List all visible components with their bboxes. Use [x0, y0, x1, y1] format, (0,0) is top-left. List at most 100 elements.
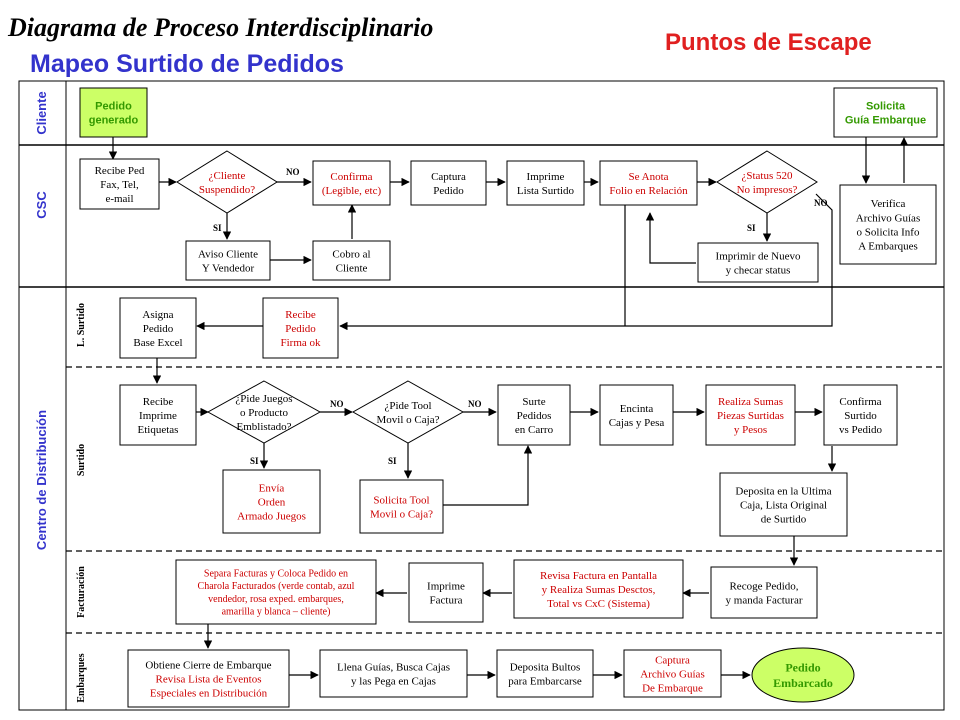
node-text-line: Confirma	[330, 171, 372, 183]
node-text-line: y Pesos	[734, 424, 767, 436]
node-text-line: ¿Status 520	[741, 170, 793, 182]
node-shape	[410, 160, 487, 206]
node-text-line: Confirma	[839, 396, 881, 408]
node-llena-guias: Llena Guías, Busca Cajas y las Pega en Ca…	[319, 649, 468, 698]
node-text-line: ¿Pide Juegos	[235, 393, 292, 405]
node-text-line: A Embarques	[858, 240, 918, 252]
connectors	[108, 137, 909, 680]
node-text-line: Armado Juegos	[237, 510, 306, 522]
label-no-juegos: NO	[330, 399, 344, 409]
node-shape	[496, 649, 594, 698]
node-text-line: y manda Facturar	[726, 594, 803, 606]
node-text-line: Surtido	[844, 410, 877, 422]
node-text-line: Total vs CxC (Sistema)	[547, 598, 650, 610]
node-shape	[176, 150, 278, 214]
node-text-line: Revisa Lista de Eventos	[155, 673, 261, 685]
node-text-line: Archivo Guías	[640, 668, 704, 680]
node-text-line: Captura	[655, 654, 690, 666]
node-text-line: Imprime	[527, 171, 565, 183]
node-text-line: Movil o Caja?	[377, 414, 440, 426]
diagram-subtitle: Mapeo Surtido de Pedidos	[30, 50, 344, 78]
diagram-title: Diagrama de Proceso Interdisciplinario	[7, 13, 433, 42]
node-text-line: Cliente	[336, 262, 368, 274]
node-text-line: Llena Guías, Busca Cajas	[337, 661, 450, 673]
node-text-line: Etiquetas	[138, 424, 179, 436]
node-text-line: Emblistado?	[237, 421, 292, 433]
node-text-line: Archivo Guías	[856, 212, 920, 224]
node-revisa-factura: Revisa Factura en Pantalla y Realiza Suma…	[513, 559, 684, 619]
node-text-line: Surte	[522, 396, 545, 408]
lane-label-cliente: Cliente	[34, 91, 49, 134]
node-text-line: Firma ok	[280, 337, 321, 349]
node-text-line: Suspendido?	[199, 184, 255, 196]
node-text-line: Guía Embarque	[845, 114, 926, 126]
node-text-line: Fax, Tel,	[100, 179, 139, 191]
node-text-line: Base Excel	[133, 337, 182, 349]
node-text-line: Revisa Factura en Pantalla	[540, 570, 657, 582]
node-text-line: Deposita Bultos	[510, 661, 581, 673]
node-shape	[833, 87, 938, 138]
node-text-line: Pedido	[95, 100, 132, 112]
label-no-status: NO	[814, 198, 828, 208]
sublane-label-facturacion: Facturación	[76, 566, 87, 618]
node-shape	[705, 384, 796, 446]
node-shape	[513, 559, 684, 619]
node-text-line: Movil o Caja?	[370, 508, 433, 520]
node-shape	[175, 559, 377, 625]
node-text-line: Embarcado	[773, 676, 833, 690]
node-text-line: Charola Facturados (verde contab, azul	[198, 581, 355, 592]
node-text-line: Factura	[430, 594, 463, 606]
node-text-line: Recibe	[285, 309, 316, 321]
node-shape	[599, 160, 698, 206]
label-si-cliente: SI	[213, 223, 222, 233]
label-si-status: SI	[747, 223, 756, 233]
node-shape	[599, 384, 674, 446]
node-text-line: Recibe Ped	[95, 165, 145, 177]
node-text-line: De Embarque	[642, 682, 703, 694]
node-text-line: Obtiene Cierre de Embarque	[145, 659, 271, 671]
node-text-line: Recoge Pedido,	[729, 580, 798, 592]
node-shape	[697, 242, 819, 283]
label-no-tool: NO	[468, 399, 482, 409]
node-text-line: Solicita	[866, 100, 906, 112]
node-text-line: Especiales en Distribución	[150, 687, 268, 699]
node-shape	[119, 384, 197, 446]
node-text-line: Encinta	[620, 403, 654, 415]
node-text-line: Cajas y Pesa	[609, 417, 665, 429]
node-text-line: Piezas Surtidas	[717, 410, 784, 422]
node-shape	[751, 647, 855, 703]
node-shape	[716, 150, 818, 214]
node-text-line: y las Pega en Cajas	[351, 675, 436, 687]
node-shape	[312, 160, 391, 206]
node-text-line: Pedidos	[517, 410, 552, 422]
node-shape	[823, 384, 898, 446]
node-text-line: y Realiza Sumas Desctos,	[542, 584, 656, 596]
node-text-line: Imprimir de Nuevo	[716, 250, 801, 262]
node-shape	[127, 649, 290, 708]
node-shape	[312, 240, 391, 281]
node-recoge-pedido: Recoge Pedido, y manda Facturar	[710, 566, 818, 619]
node-text-line: Caja, Lista Original	[740, 499, 827, 511]
escape-points-label: Puntos de Escape	[665, 29, 872, 56]
node-text-line: Solicita Tool	[373, 494, 429, 506]
node-shape	[839, 184, 937, 265]
node-shape	[623, 649, 722, 698]
node-shape	[185, 240, 271, 281]
node-shape	[222, 469, 321, 534]
